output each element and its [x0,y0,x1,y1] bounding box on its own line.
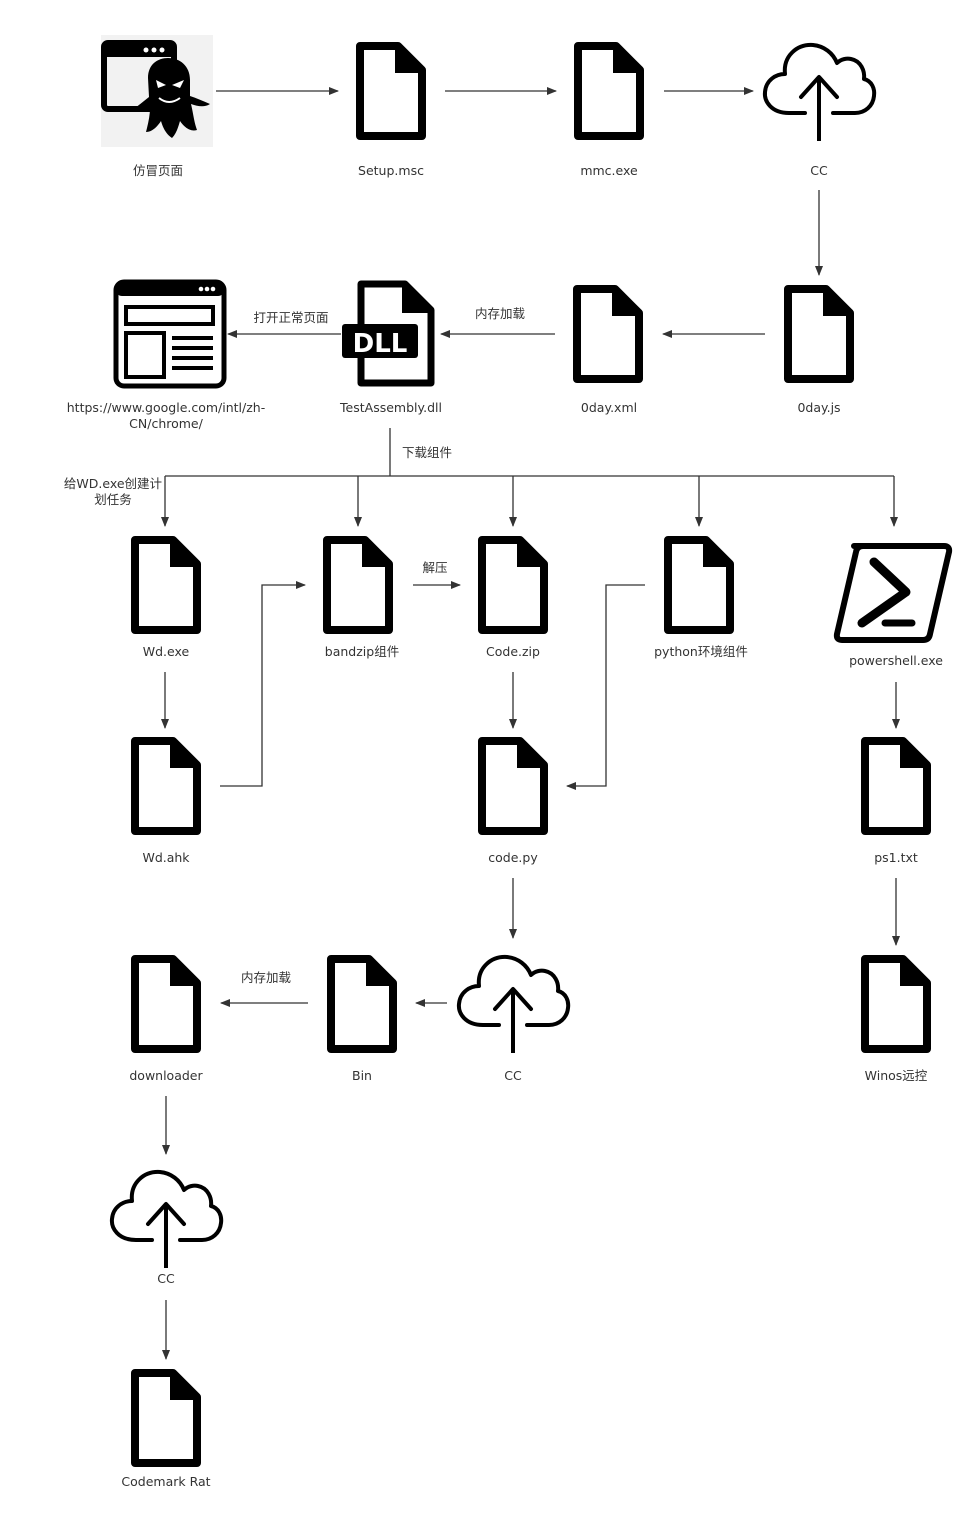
code-zip-file-icon [482,540,544,630]
edge-wd-ahk-to-bandzip [220,581,306,787]
edge-label-memory-load-2: 内存加载 [241,970,292,985]
label-cc-3: CC [157,1271,175,1286]
label-wd-exe: Wd.exe [143,644,190,659]
svg-text:DLL: DLL [353,329,408,359]
label-0day-xml: 0day.xml [581,400,637,415]
label-bandzip: bandzip组件 [325,644,399,659]
edge-label-download-components: 下载组件 [402,445,452,460]
wd-ahk-file-icon [135,741,197,831]
label-powershell: powershell.exe [849,653,943,668]
label-cc-1: CC [810,163,828,178]
ps1-txt-file-icon [865,741,927,831]
code-py-file-icon [482,741,544,831]
powershell-icon [833,543,953,643]
label-test-assembly: TestAssembly.dll [339,400,442,415]
cc-3-cloud-upload-icon [109,1169,224,1268]
0day-js-file-icon [788,289,850,379]
label-wd-ahk: Wd.ahk [142,850,190,865]
label-0day-js: 0day.js [797,400,840,415]
label-code-zip: Code.zip [486,644,540,659]
cc-1-cloud-upload-icon [762,42,877,141]
dll-file-icon: DLL [342,280,435,387]
label-fake-page: 仿冒页面 [133,163,183,178]
python-env-file-icon [668,540,730,630]
edge-label-open-normal-page: 打开正常页面 [253,310,328,325]
label-code-py: code.py [488,850,538,865]
bandzip-file-icon [327,540,389,630]
cc-2-cloud-upload-icon [456,954,571,1053]
edge-label-decompress: 解压 [422,560,447,575]
label-bin: Bin [352,1068,372,1083]
label-downloader: downloader [129,1068,203,1083]
edge-label-memory-load-1: 内存加载 [475,306,526,321]
malicious-webpage-icon [101,35,213,147]
0day-xml-file-icon [577,289,639,379]
label-setup-msc: Setup.msc [358,163,424,178]
setup-msc-file-icon [360,46,422,136]
label-cc-2: CC [504,1068,522,1083]
label-codemark-rat: Codemark Rat [121,1474,210,1489]
label-mmc-exe: mmc.exe [580,163,638,178]
bin-file-icon [331,959,393,1049]
mmc-exe-file-icon [578,46,640,136]
winos-file-icon [865,959,927,1049]
label-chrome-url-line1: https://www.google.com/intl/zh- [67,400,266,415]
node-labels: 仿冒页面 Setup.msc mmc.exe CC https://www.go… [67,163,943,1489]
wd-exe-file-icon [135,540,197,630]
downloader-file-icon [135,959,197,1049]
codemark-rat-file-icon [135,1373,197,1463]
edge-dll-download-bus [165,428,894,477]
label-python-env: python环境组件 [654,644,748,659]
browser-window-icon [113,279,227,389]
edge-python-to-code-py [566,584,645,790]
edge-label-schedule-task-line2: 划任务 [94,492,132,507]
label-chrome-url-line2: CN/chrome/ [129,416,203,431]
edge-labels: 打开正常页面 内存加载 下载组件 给WD.exe创建计 划任务 解压 内存加载 [64,306,526,985]
label-ps1-txt: ps1.txt [874,850,918,865]
label-winos: Winos远控 [865,1068,928,1083]
edge-label-schedule-task-line1: 给WD.exe创建计 [64,476,162,491]
